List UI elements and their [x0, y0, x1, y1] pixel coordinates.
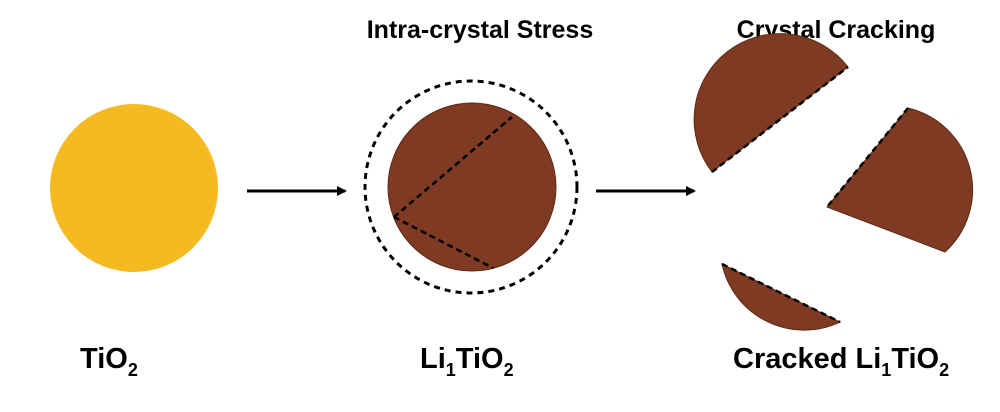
- crystal-fragment-right: [826, 107, 974, 253]
- li1tio2-label: Li1TiO2: [420, 343, 514, 380]
- li1tio2-label-sub2: 2: [504, 360, 514, 380]
- tio2-label-main: TiO: [80, 343, 128, 375]
- crack-line: [393, 116, 513, 218]
- fracture-edge: [721, 262, 841, 324]
- cracked-label-sub1: 1: [881, 360, 891, 380]
- crack-line: [393, 215, 494, 270]
- cracked-label-prefix: Cracked Li: [733, 343, 881, 375]
- cracked-li1tio2-label: Cracked Li1TiO2: [733, 343, 949, 380]
- tio2-label: TiO2: [80, 343, 138, 380]
- stage-cracked: Crystal Cracking Cracked Li1TiO2: [693, 16, 974, 380]
- cracked-label-tio: TiO: [891, 343, 939, 375]
- tio2-label-sub: 2: [128, 360, 138, 380]
- stage-lithiated: Intra-crystal Stress Li1TiO2: [363, 16, 594, 380]
- stress-boundary-circle: [363, 79, 579, 295]
- lithiated-particle: [387, 102, 557, 272]
- stage-pristine: TiO2: [50, 104, 218, 380]
- li1tio2-label-li: Li: [420, 343, 446, 375]
- intra-crystal-stress-heading: Intra-crystal Stress: [367, 16, 594, 44]
- tio2-particle: [50, 104, 218, 272]
- fracture-edge: [826, 107, 909, 208]
- fracture-edge: [711, 66, 849, 173]
- crystal-fragment-bottom: [721, 263, 842, 331]
- li1tio2-label-sub1: 1: [446, 360, 456, 380]
- cracked-label-sub2: 2: [939, 360, 949, 380]
- crystal-fragment-top: [693, 33, 849, 173]
- li1tio2-label-tio: TiO: [456, 343, 504, 375]
